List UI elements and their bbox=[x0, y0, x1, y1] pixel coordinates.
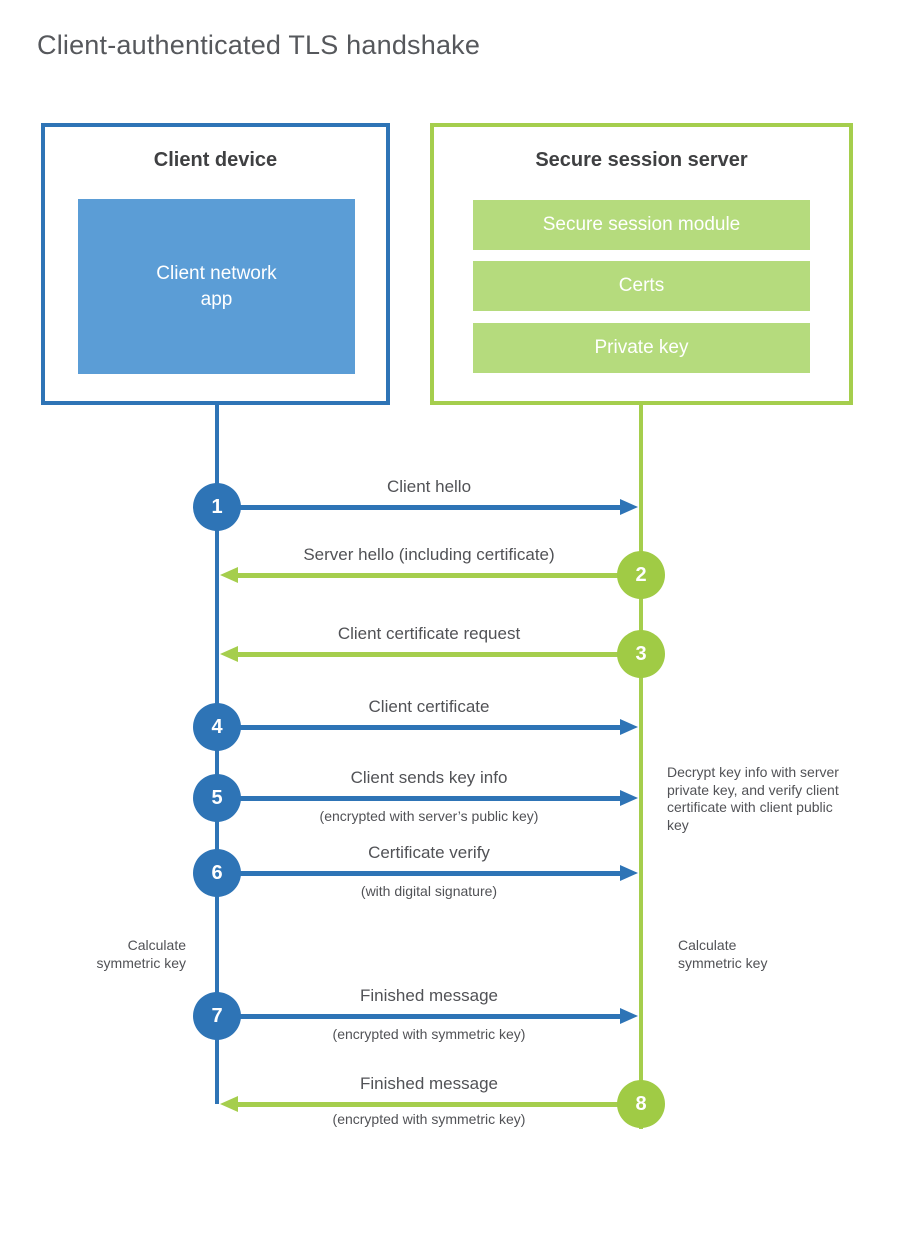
arrow-head-right-icon bbox=[620, 719, 638, 735]
note-decrypt-key-info: Decrypt key info with server private key… bbox=[667, 764, 839, 833]
message-arrow-5 bbox=[240, 796, 621, 801]
message-label-4: Client certificate bbox=[368, 697, 490, 716]
message-label-6: Certificate verify bbox=[368, 843, 490, 862]
message-arrow-4 bbox=[240, 725, 621, 730]
step-circle-8: 8 bbox=[617, 1080, 665, 1128]
message-arrow-1 bbox=[240, 505, 621, 510]
message-label-3: Client certificate request bbox=[337, 624, 521, 643]
server-module-bar-private-key: Private key bbox=[473, 323, 810, 373]
message-sublabel-5: (encrypted with server’s public key) bbox=[319, 808, 539, 824]
message-label-8: Finished message bbox=[360, 1074, 498, 1093]
step-circle-4: 4 bbox=[193, 703, 241, 751]
step-circle-7: 7 bbox=[193, 992, 241, 1040]
message-arrow-6 bbox=[240, 871, 621, 876]
client-device-box: Client device Client network app bbox=[41, 123, 390, 405]
message-label-2: Server hello (including certificate) bbox=[303, 545, 555, 564]
message-sublabel-8: (encrypted with symmetric key) bbox=[332, 1111, 526, 1127]
arrow-head-right-icon bbox=[620, 790, 638, 806]
server-module-bar-secure-session-module: Secure session module bbox=[473, 200, 810, 250]
message-sublabel-6: (with digital signature) bbox=[360, 883, 498, 899]
arrow-head-left-icon bbox=[220, 646, 238, 662]
client-network-app-box: Client network app bbox=[78, 199, 355, 374]
server-box: Secure session server Secure session mod… bbox=[430, 123, 853, 405]
message-arrow-2 bbox=[238, 573, 618, 578]
server-module-bar-certs: Certs bbox=[473, 261, 810, 311]
step-circle-3: 3 bbox=[617, 630, 665, 678]
note-calculate-symmetric-key-client: Calculate symmetric key bbox=[96, 937, 186, 971]
step-circle-6: 6 bbox=[193, 849, 241, 897]
server-lifeline bbox=[639, 405, 643, 1129]
arrow-head-right-icon bbox=[620, 499, 638, 515]
message-arrow-8 bbox=[238, 1102, 618, 1107]
arrow-head-right-icon bbox=[620, 865, 638, 881]
message-label-5: Client sends key info bbox=[350, 768, 508, 787]
message-sublabel-7: (encrypted with symmetric key) bbox=[332, 1026, 526, 1042]
client-lifeline bbox=[215, 405, 219, 1104]
step-circle-2: 2 bbox=[617, 551, 665, 599]
arrow-head-left-icon bbox=[220, 567, 238, 583]
page-title: Client-authenticated TLS handshake bbox=[37, 30, 481, 60]
arrow-head-right-icon bbox=[620, 1008, 638, 1024]
message-label-7: Finished message bbox=[360, 986, 498, 1005]
message-label-1: Client hello bbox=[386, 477, 472, 496]
message-arrow-7 bbox=[240, 1014, 621, 1019]
message-arrow-3 bbox=[238, 652, 618, 657]
arrow-head-left-icon bbox=[220, 1096, 238, 1112]
client-device-title: Client device bbox=[153, 149, 278, 171]
step-circle-5: 5 bbox=[193, 774, 241, 822]
server-title: Secure session server bbox=[535, 149, 748, 171]
step-circle-1: 1 bbox=[193, 483, 241, 531]
note-calculate-symmetric-key-server: Calculate symmetric key bbox=[678, 937, 768, 971]
